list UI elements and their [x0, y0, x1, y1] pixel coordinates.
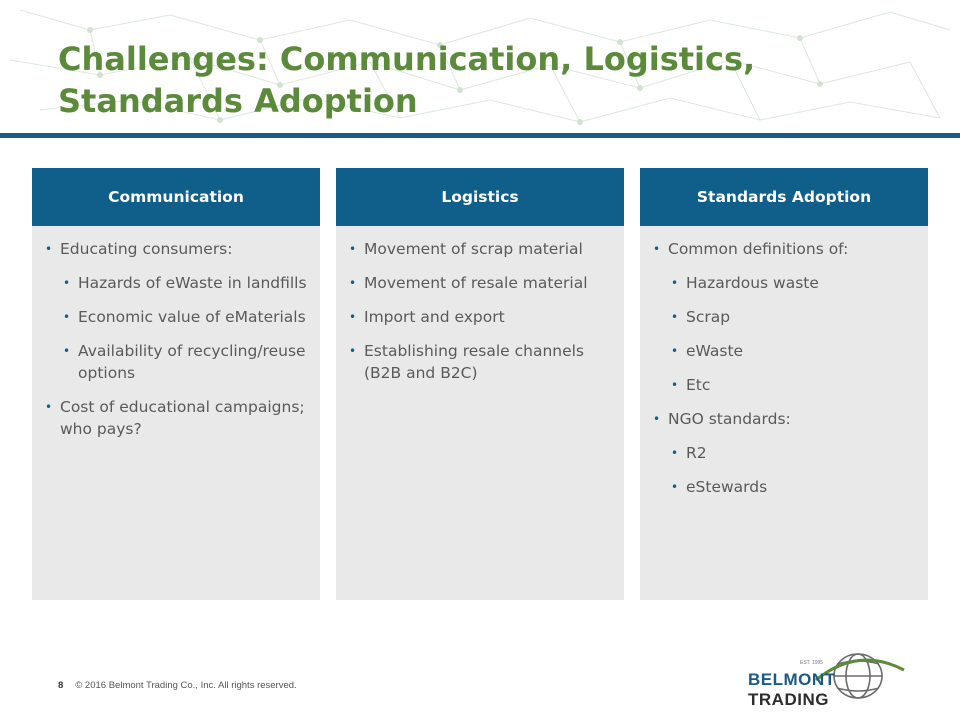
bullet-item: Import and export [336, 306, 624, 328]
bullet-item: NGO standards: [640, 408, 928, 430]
panel-logistics: Logistics Movement of scrap materialMove… [336, 168, 624, 600]
bullet-item: Movement of scrap material [336, 238, 624, 260]
logo-word-belmont: BELMONT [748, 670, 836, 689]
bullet-list: Common definitions of: Hazardous wasteScr… [640, 226, 928, 498]
sub-bullet-item: Availability of recycling/reuse options [32, 340, 320, 384]
sub-bullet-item: Scrap [640, 306, 928, 328]
bullet-item: Cost of educational campaigns; who pays? [32, 396, 320, 440]
belmont-trading-logo: EST. 1995 BELMONT TRADING [748, 650, 916, 709]
bullet-item: Common definitions of: [640, 238, 928, 260]
title-divider [0, 133, 960, 138]
bullet-list: Movement of scrap materialMovement of re… [336, 226, 624, 384]
sub-bullet-item: eStewards [640, 476, 928, 498]
page-number: 8 [58, 680, 64, 691]
panel-header: Communication [32, 168, 320, 226]
slide-title: Challenges: Communication, Logistics, St… [58, 40, 756, 120]
sub-bullet-item: Etc [640, 374, 928, 396]
slide-footer: 8 © 2016 Belmont Trading Co., Inc. All ri… [58, 680, 297, 691]
bullet-item: Educating consumers: [32, 238, 320, 260]
sub-bullet-item: Economic value of eMaterials [32, 306, 320, 328]
panel-standards-adoption: Standards Adoption Common definitions of… [640, 168, 928, 600]
sub-bullet-item: Hazards of eWaste in landfills [32, 272, 320, 294]
logo-established: EST. 1995 [800, 660, 824, 666]
copyright-text: © 2016 Belmont Trading Co., Inc. All rig… [75, 680, 297, 691]
sub-bullet-item: Hazardous waste [640, 272, 928, 294]
bullet-item: Movement of resale material [336, 272, 624, 294]
bullet-list: Educating consumers: Hazards of eWaste in… [32, 226, 320, 440]
panel-communication: Communication Educating consumers: Hazard… [32, 168, 320, 600]
panel-header: Logistics [336, 168, 624, 226]
bullet-item: Establishing resale channels (B2B and B2… [336, 340, 624, 384]
logo-word-trading: TRADING [748, 690, 829, 709]
globe-icon [815, 653, 905, 699]
sub-bullet-item: R2 [640, 442, 928, 464]
network-background [9, 9, 951, 125]
sub-bullet-item: eWaste [640, 340, 928, 362]
panel-header: Standards Adoption [640, 168, 928, 226]
logo-wordmark: BELMONT TRADING [748, 670, 916, 710]
